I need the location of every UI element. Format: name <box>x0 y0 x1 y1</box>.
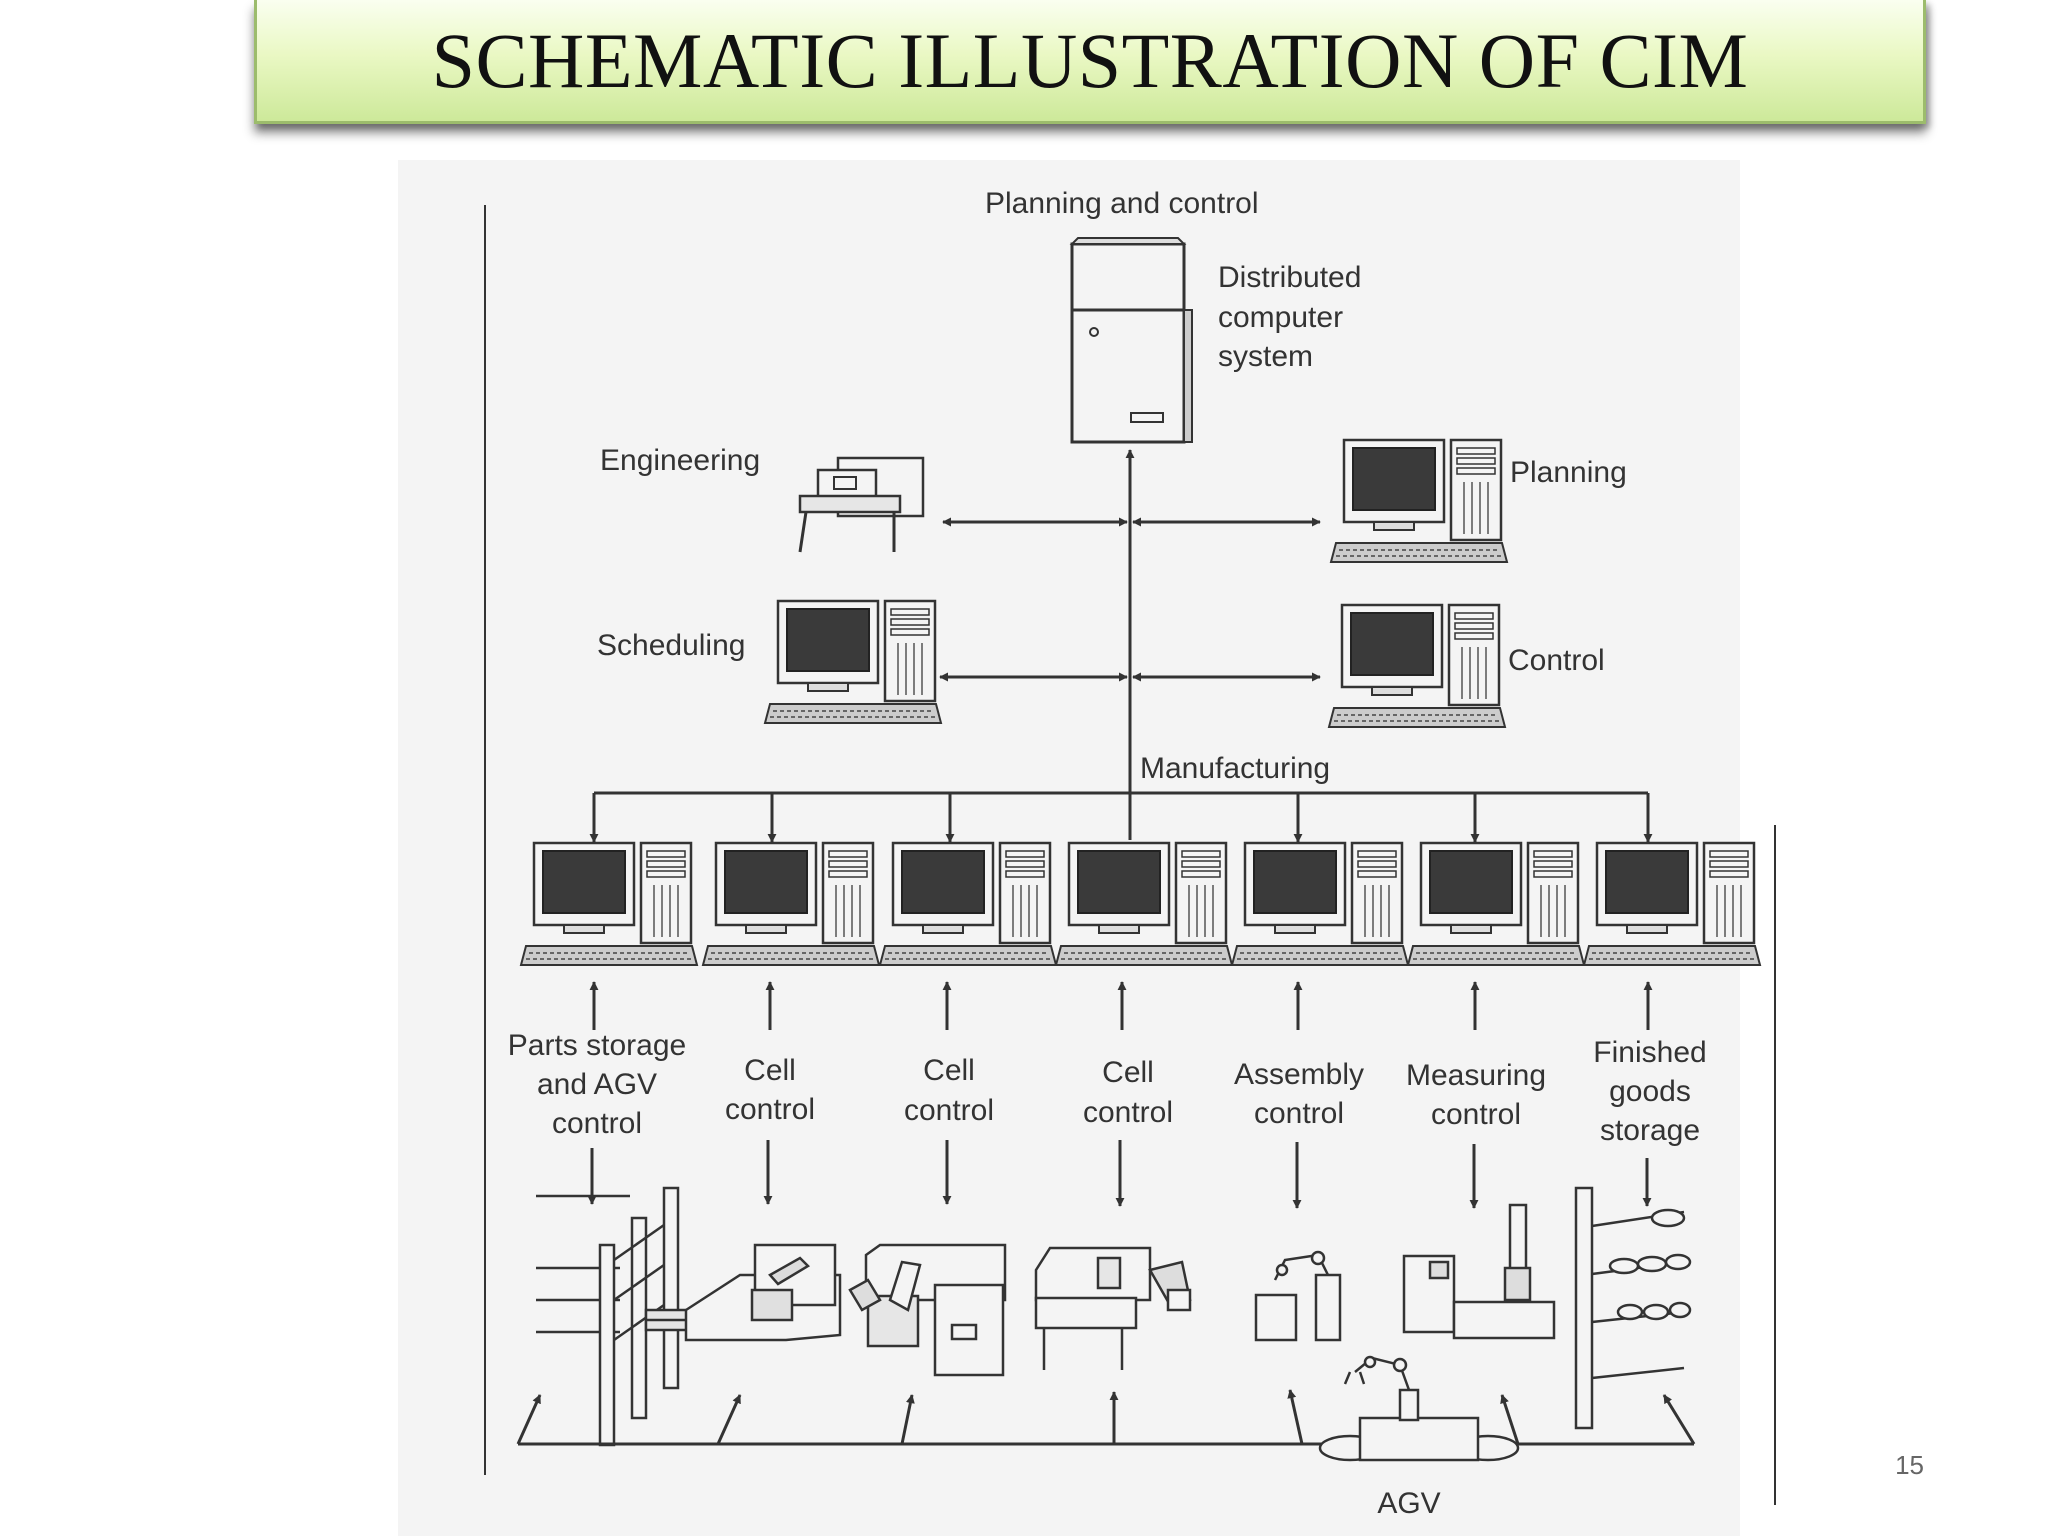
title-banner: SCHEMATIC ILLUSTRATION OF CIM <box>254 0 1926 124</box>
label-manufacturing: Manufacturing <box>1140 752 1330 785</box>
station-label: control <box>552 1107 642 1140</box>
label-system: system <box>1218 340 1313 373</box>
page-number: 15 <box>1895 1450 1924 1480</box>
agv-vehicle-icon <box>1318 1355 1520 1462</box>
station-label: Finished <box>1593 1036 1706 1069</box>
planning-computer-icon <box>1329 438 1509 564</box>
label-planning: Planning <box>1510 456 1627 489</box>
station-label: control <box>904 1094 994 1127</box>
station-label: control <box>1254 1097 1344 1130</box>
agv-up-arrow <box>900 1394 915 1445</box>
station-label: and AGV <box>537 1068 657 1101</box>
slide-title: SCHEMATIC ILLUSTRATION OF CIM <box>431 16 1749 104</box>
heading-planning-control: Planning and control <box>985 187 1259 220</box>
agv-up-arrow <box>716 1394 742 1445</box>
station-label: Cell <box>744 1054 796 1087</box>
label-engineering: Engineering <box>600 444 760 477</box>
mainframe-icon <box>1069 237 1193 444</box>
goods-rack-icon <box>1574 1186 1692 1430</box>
station-computer-icon <box>519 841 699 967</box>
robot-arm-icon <box>1254 1250 1342 1342</box>
station-label: Assembly <box>1234 1058 1364 1091</box>
station-label: storage <box>1600 1114 1700 1147</box>
station-label: Cell <box>923 1054 975 1087</box>
station-label: goods <box>1609 1075 1691 1108</box>
station-computer-icon <box>701 841 881 967</box>
station-label: control <box>1083 1096 1173 1129</box>
label-scheduling: Scheduling <box>597 629 745 662</box>
station-label: control <box>725 1093 815 1126</box>
agv-up-arrow <box>1287 1389 1304 1445</box>
label-computer: computer <box>1218 301 1343 334</box>
label-agv: AGV <box>1377 1487 1440 1520</box>
station-computer-icon <box>1054 841 1234 967</box>
station-label: control <box>1431 1098 1521 1131</box>
workstation-icon <box>798 456 925 553</box>
measuring-machine-icon <box>1402 1203 1556 1340</box>
scan-border-right <box>1774 825 1776 1505</box>
station-computer-icon <box>1406 841 1586 967</box>
agv-up-arrow <box>1500 1394 1520 1445</box>
station-label: Measuring <box>1406 1059 1546 1092</box>
scan-border-left <box>484 205 486 1475</box>
label-distributed: Distributed <box>1218 261 1361 294</box>
agv-up-arrow <box>1662 1394 1696 1445</box>
control-computer-icon <box>1327 603 1507 729</box>
label-control: Control <box>1508 644 1605 677</box>
agv-up-arrow <box>516 1394 542 1445</box>
machining-cell-icon <box>848 1243 1007 1377</box>
station-label: Parts storage <box>508 1029 686 1062</box>
scheduling-computer-icon <box>763 599 943 725</box>
station-computer-icon <box>1230 841 1410 967</box>
station-label: Cell <box>1102 1056 1154 1089</box>
machining-cell-icon <box>684 1243 842 1342</box>
machining-cell-icon <box>1034 1246 1192 1370</box>
station-computer-icon <box>1582 841 1762 967</box>
station-computer-icon <box>878 841 1058 967</box>
